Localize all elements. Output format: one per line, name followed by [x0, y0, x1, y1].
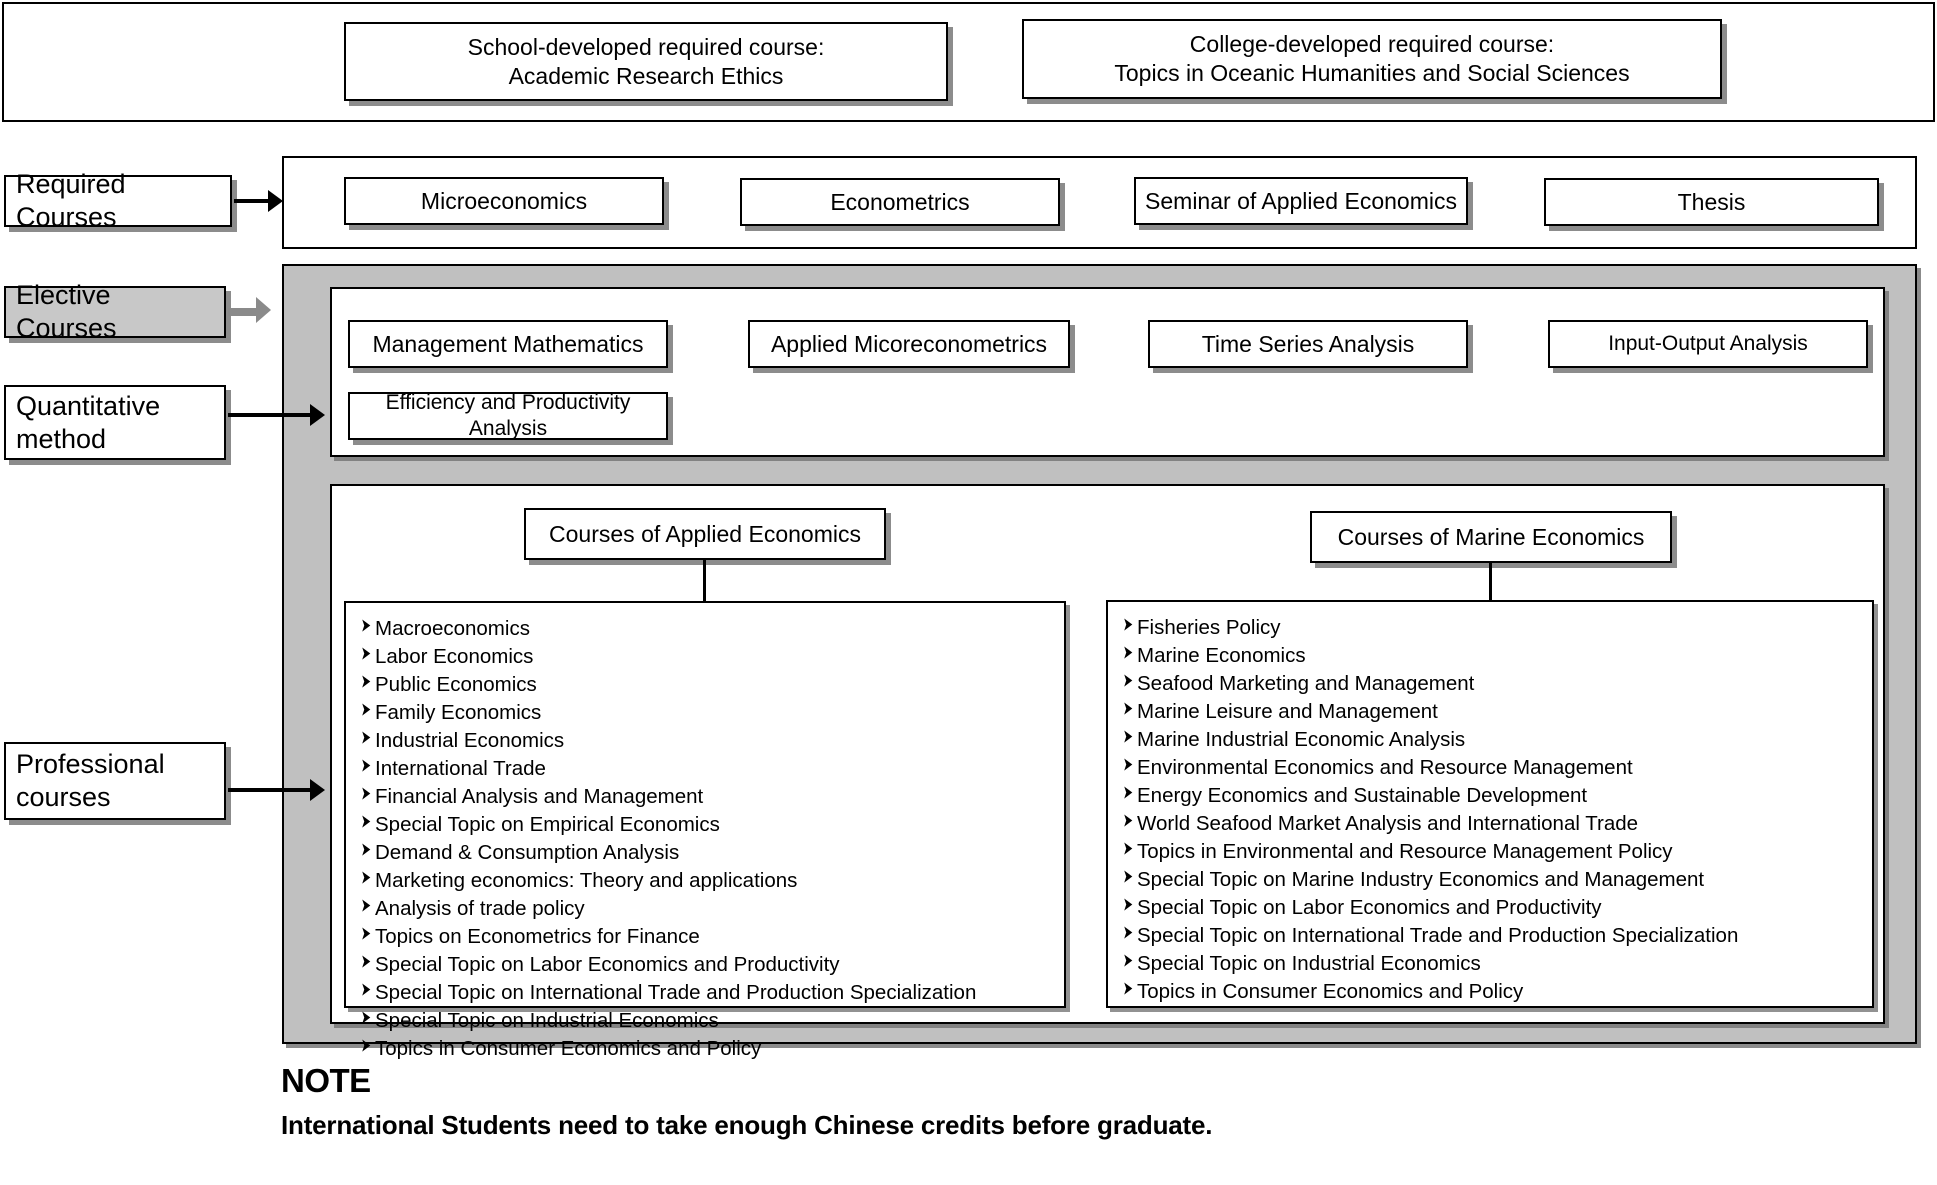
required-courses-arrow-line	[234, 199, 272, 203]
list-item: Special Topic on International Trade and…	[360, 979, 1054, 1007]
list-item: Marine Leisure and Management	[1122, 698, 1862, 726]
elective-courses-arrow-line	[228, 308, 260, 316]
group-title-label: Courses of Marine Economics	[1337, 523, 1645, 550]
list-item: World Seafood Market Analysis and Intern…	[1122, 810, 1862, 838]
professional-courses-label-line1: Professional	[16, 749, 165, 780]
list-item: International Trade	[360, 755, 1054, 783]
applied-economics-list-box: Macroeconomics Labor Economics Public Ec…	[344, 601, 1066, 1060]
required-courses-label[interactable]: Required Courses	[4, 169, 232, 232]
list-item: Family Economics	[360, 699, 1054, 727]
marine-economics-connector-line	[1489, 563, 1492, 606]
professional-courses-label[interactable]: Professional courses	[4, 742, 226, 820]
elective-course-label: Applied Micoreconometrics	[770, 330, 1048, 357]
quantitative-method-label[interactable]: Quantitative method	[4, 385, 226, 460]
list-item: Industrial Economics	[360, 727, 1054, 755]
elective-courses-label-text: Elective Courses	[16, 280, 117, 343]
list-item: Fisheries Policy	[1122, 614, 1862, 642]
quantitative-method-label-line2: method	[16, 423, 107, 454]
quantitative-method-arrow-line	[228, 413, 314, 417]
group-title-courses-of-marine-economics[interactable]: Courses of Marine Economics	[1310, 511, 1672, 563]
required-course-microeconomics[interactable]: Microeconomics	[344, 177, 664, 225]
list-item: Special Topic on Industrial Economics	[1122, 950, 1862, 978]
list-item: Marine Industrial Economic Analysis	[1122, 726, 1862, 754]
list-item: Macroeconomics	[360, 615, 1054, 643]
marine-economics-list-box: Fisheries Policy Marine Economics Seafoo…	[1106, 600, 1874, 1008]
list-item: Energy Economics and Sustainable Develop…	[1122, 782, 1862, 810]
list-item: Labor Economics	[360, 643, 1054, 671]
required-course-label: Econometrics	[830, 188, 970, 215]
college-developed-course-line1: College-developed required course:	[1189, 31, 1555, 58]
elective-course-efficiency-productivity-analysis[interactable]: Efficiency and Productivity Analysis	[348, 390, 668, 440]
professional-courses-label-line2: courses	[16, 782, 111, 812]
list-item: Topics on Econometrics for Finance	[360, 923, 1054, 951]
list-item: Environmental Economics and Resource Man…	[1122, 754, 1862, 782]
required-course-label: Seminar of Applied Economics	[1145, 187, 1457, 214]
quantitative-method-panel	[330, 287, 1885, 457]
note-text: International Students need to take enou…	[281, 1110, 1213, 1140]
required-courses-label-text: Required Courses	[16, 169, 126, 232]
elective-course-label: Input-Output Analysis	[1608, 331, 1808, 355]
school-developed-course-line2: Academic Research Ethics	[508, 62, 784, 89]
list-item: Financial Analysis and Management	[360, 783, 1054, 811]
elective-course-management-mathematics[interactable]: Management Mathematics	[348, 320, 668, 368]
marine-economics-list: Fisheries Policy Marine Economics Seafoo…	[1122, 614, 1862, 1006]
list-item: Demand & Consumption Analysis	[360, 839, 1054, 867]
professional-courses-arrow-head	[310, 779, 325, 801]
list-item: Topics in Consumer Economics and Policy	[1122, 978, 1862, 1006]
group-title-courses-of-applied-economics[interactable]: Courses of Applied Economics	[524, 508, 886, 560]
note-title: NOTE	[281, 1062, 371, 1099]
elective-course-applied-micoreconometrics[interactable]: Applied Micoreconometrics	[748, 320, 1070, 368]
list-item: Special Topic on Labor Economics and Pro…	[360, 951, 1054, 979]
list-item: Topics in Consumer Economics and Policy	[360, 1035, 1054, 1063]
list-item: Public Economics	[360, 671, 1054, 699]
required-course-thesis[interactable]: Thesis	[1544, 178, 1879, 226]
required-course-label: Thesis	[1677, 188, 1746, 215]
required-course-label: Microeconomics	[420, 187, 588, 214]
college-developed-course-line2: Topics in Oceanic Humanities and Social …	[1114, 60, 1630, 86]
list-item: Seafood Marketing and Management	[1122, 670, 1862, 698]
college-developed-course-box[interactable]: College-developed required course: Topic…	[1022, 19, 1722, 99]
list-item: Special Topic on Empirical Economics	[360, 811, 1054, 839]
elective-course-input-output-analysis[interactable]: Input-Output Analysis	[1548, 320, 1868, 368]
list-item: Marketing economics: Theory and applicat…	[360, 867, 1054, 895]
list-item: Special Topic on Marine Industry Economi…	[1122, 866, 1862, 894]
list-item: Analysis of trade policy	[360, 895, 1054, 923]
school-developed-course-box[interactable]: School-developed required course: Academ…	[344, 22, 948, 101]
list-item: Special Topic on International Trade and…	[1122, 922, 1862, 950]
group-title-label: Courses of Applied Economics	[549, 520, 861, 547]
elective-courses-label[interactable]: Elective Courses	[4, 280, 226, 343]
applied-economics-list: Macroeconomics Labor Economics Public Ec…	[360, 615, 1054, 1063]
required-courses-arrow-head	[268, 190, 283, 212]
quantitative-method-arrow-head	[310, 404, 325, 426]
school-developed-course-line1: School-developed required course:	[467, 33, 825, 60]
professional-courses-arrow-line	[228, 788, 314, 792]
list-item: Topics in Environmental and Resource Man…	[1122, 838, 1862, 866]
list-item: Marine Economics	[1122, 642, 1862, 670]
elective-course-label: Time Series Analysis	[1201, 330, 1415, 357]
elective-course-label: Management Mathematics	[372, 330, 644, 357]
applied-economics-connector-line	[703, 560, 706, 604]
elective-courses-arrow-head	[256, 297, 271, 323]
quantitative-method-label-line1: Quantitative	[16, 390, 161, 421]
elective-course-time-series-analysis[interactable]: Time Series Analysis	[1148, 320, 1468, 368]
list-item: Special Topic on Labor Economics and Pro…	[1122, 894, 1862, 922]
required-course-seminar-applied-economics[interactable]: Seminar of Applied Economics	[1134, 177, 1468, 225]
elective-course-label: Efficiency and Productivity Analysis	[385, 390, 631, 440]
required-course-econometrics[interactable]: Econometrics	[740, 178, 1060, 226]
list-item: Special Topic on Industrial Economics	[360, 1007, 1054, 1035]
